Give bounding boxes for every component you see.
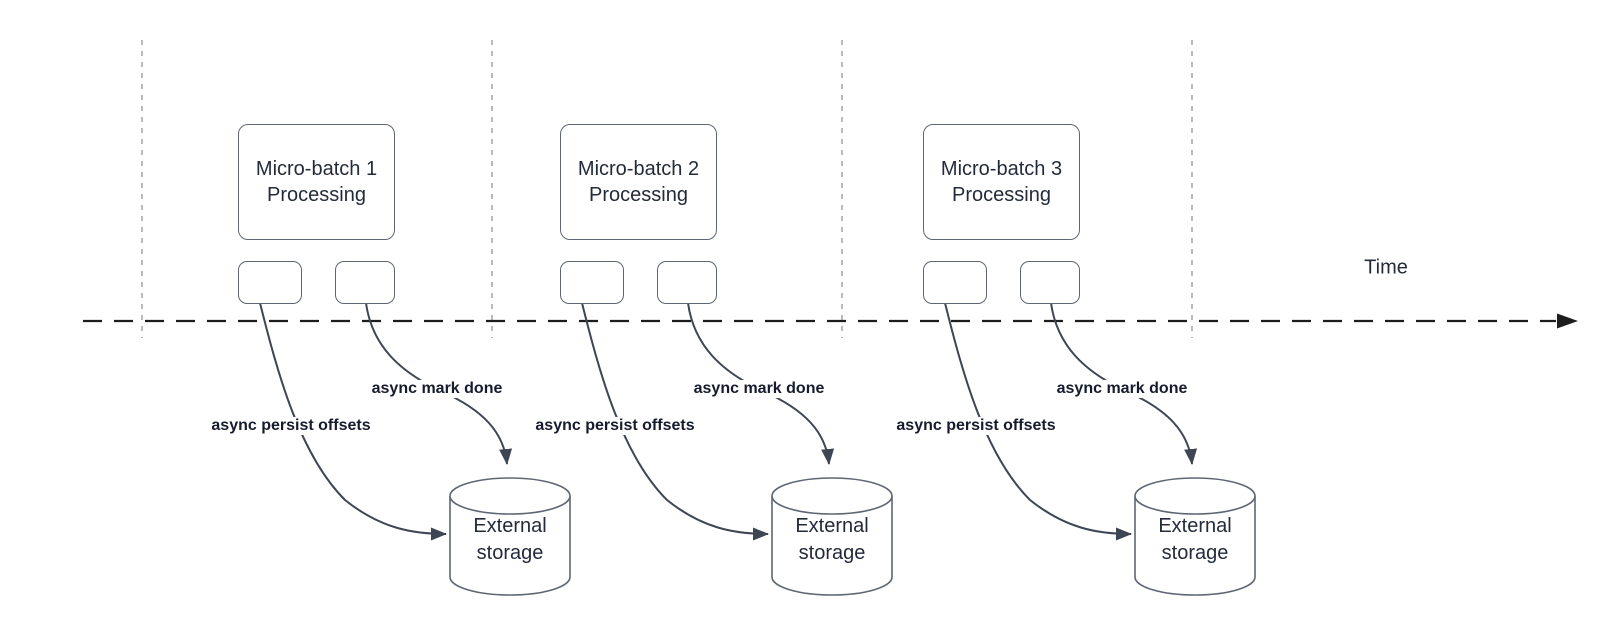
done-task-box-2	[657, 261, 717, 304]
storage-cylinder-1	[449, 477, 571, 596]
storage-cylinder-3	[1134, 477, 1256, 596]
time-axis-arrowhead-icon	[1557, 313, 1578, 329]
micro-batch-2-label: Micro-batch 2 Processing	[578, 156, 699, 208]
cylinder-body	[1134, 496, 1256, 596]
cylinder-top	[771, 477, 893, 515]
time-axis	[83, 313, 1578, 329]
storage-cylinder-2	[771, 477, 893, 596]
done-task-box-1	[335, 261, 395, 304]
cylinder-top	[1134, 477, 1256, 515]
batch-name: Micro-batch 2	[577, 158, 700, 180]
batch-name: Micro-batch 3	[940, 158, 1063, 180]
storage-line1: External	[795, 515, 869, 537]
persist-offsets-arrow-2	[581, 302, 769, 541]
storage-line1: External	[1158, 515, 1232, 537]
persist-offsets-arrow-3	[944, 302, 1132, 541]
storage-line2: storage	[476, 542, 544, 564]
cylinder-top	[449, 477, 571, 515]
cylinder-body	[449, 496, 571, 596]
micro-batch-1-processing-box: Micro-batch 1 Processing	[238, 124, 395, 240]
time-axis-label: Time	[1364, 256, 1408, 279]
external-storage-label-2: External storage	[795, 513, 868, 567]
offset-task-box-1	[238, 261, 302, 304]
mark-done-label-3: async mark done	[1053, 380, 1191, 398]
storage-line2: storage	[1161, 542, 1229, 564]
mark-done-label-2: async mark done	[690, 380, 828, 398]
external-storage-label-1: External storage	[473, 513, 546, 567]
persist-offsets-label-1: async persist offsets	[208, 417, 374, 435]
offset-task-box-3	[923, 261, 987, 304]
cylinder-body	[771, 496, 893, 596]
done-task-box-3	[1020, 261, 1080, 304]
batch-stage: Processing	[267, 184, 366, 206]
micro-batch-2-processing-box: Micro-batch 2 Processing	[560, 124, 717, 240]
micro-batch-3-processing-box: Micro-batch 3 Processing	[923, 124, 1080, 240]
micro-batch-1-label: Micro-batch 1 Processing	[256, 156, 377, 208]
storage-line1: External	[473, 515, 547, 537]
storage-line2: storage	[798, 542, 866, 564]
persist-offsets-arrow-1	[259, 302, 447, 541]
batch-stage: Processing	[589, 184, 688, 206]
offset-task-box-2	[560, 261, 624, 304]
batch-stage: Processing	[952, 184, 1051, 206]
persist-offsets-label-3: async persist offsets	[893, 417, 1059, 435]
external-storage-label-3: External storage	[1158, 513, 1231, 567]
mark-done-label-1: async mark done	[368, 380, 506, 398]
micro-batch-3-label: Micro-batch 3 Processing	[941, 156, 1062, 208]
batch-name: Micro-batch 1	[255, 158, 378, 180]
persist-offsets-label-2: async persist offsets	[532, 417, 698, 435]
